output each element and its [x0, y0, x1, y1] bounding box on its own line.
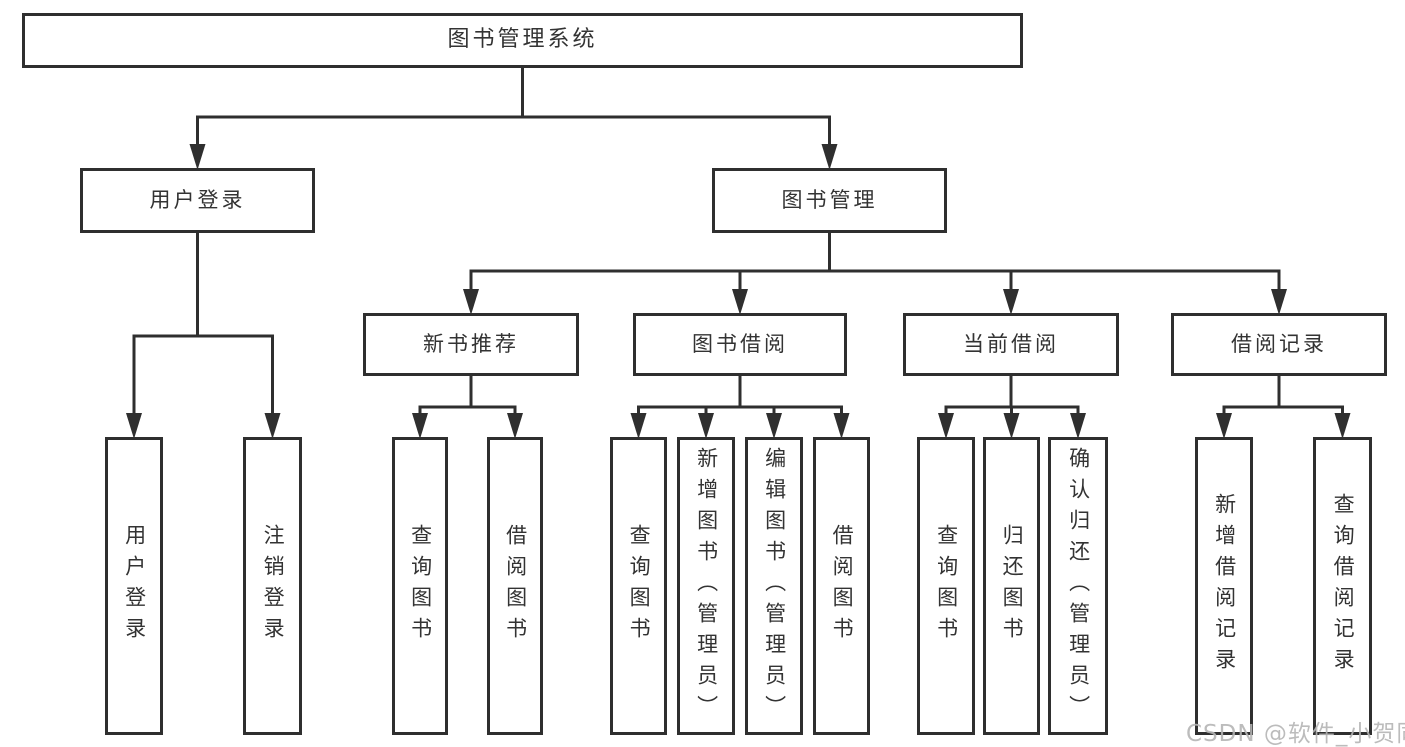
node-cb-return-books: 归还图书	[983, 437, 1040, 735]
watermark-text: CSDN @软件_小贺同学	[1186, 721, 1405, 747]
node-bb-query-books: 查询图书	[610, 437, 667, 735]
node-library-system: 图书管理系统	[22, 13, 1023, 68]
node-cb-confirm-return-admin: 确认归还（管理员）	[1048, 437, 1108, 735]
node-br-query-record: 查询借阅记录	[1313, 437, 1372, 735]
node-nbr-borrow-books: 借阅图书	[487, 437, 543, 735]
node-book-borrowing: 图书借阅	[633, 313, 847, 376]
node-nbr-query-books: 查询图书	[392, 437, 448, 735]
node-bb-borrow-books: 借阅图书	[813, 437, 870, 735]
node-user-login: 用户登录	[80, 168, 315, 233]
node-logout-leaf: 注销登录	[243, 437, 302, 735]
node-bb-edit-books-admin: 编辑图书（管理员）	[745, 437, 803, 735]
node-current-borrowing: 当前借阅	[903, 313, 1119, 376]
node-user-login-leaf: 用户登录	[105, 437, 163, 735]
node-cb-query-books: 查询图书	[917, 437, 975, 735]
node-new-book-recommend: 新书推荐	[363, 313, 579, 376]
node-book-management: 图书管理	[712, 168, 947, 233]
node-bb-add-books-admin: 新增图书（管理员）	[677, 437, 735, 735]
node-br-add-record: 新增借阅记录	[1195, 437, 1253, 735]
node-borrowing-records: 借阅记录	[1171, 313, 1387, 376]
